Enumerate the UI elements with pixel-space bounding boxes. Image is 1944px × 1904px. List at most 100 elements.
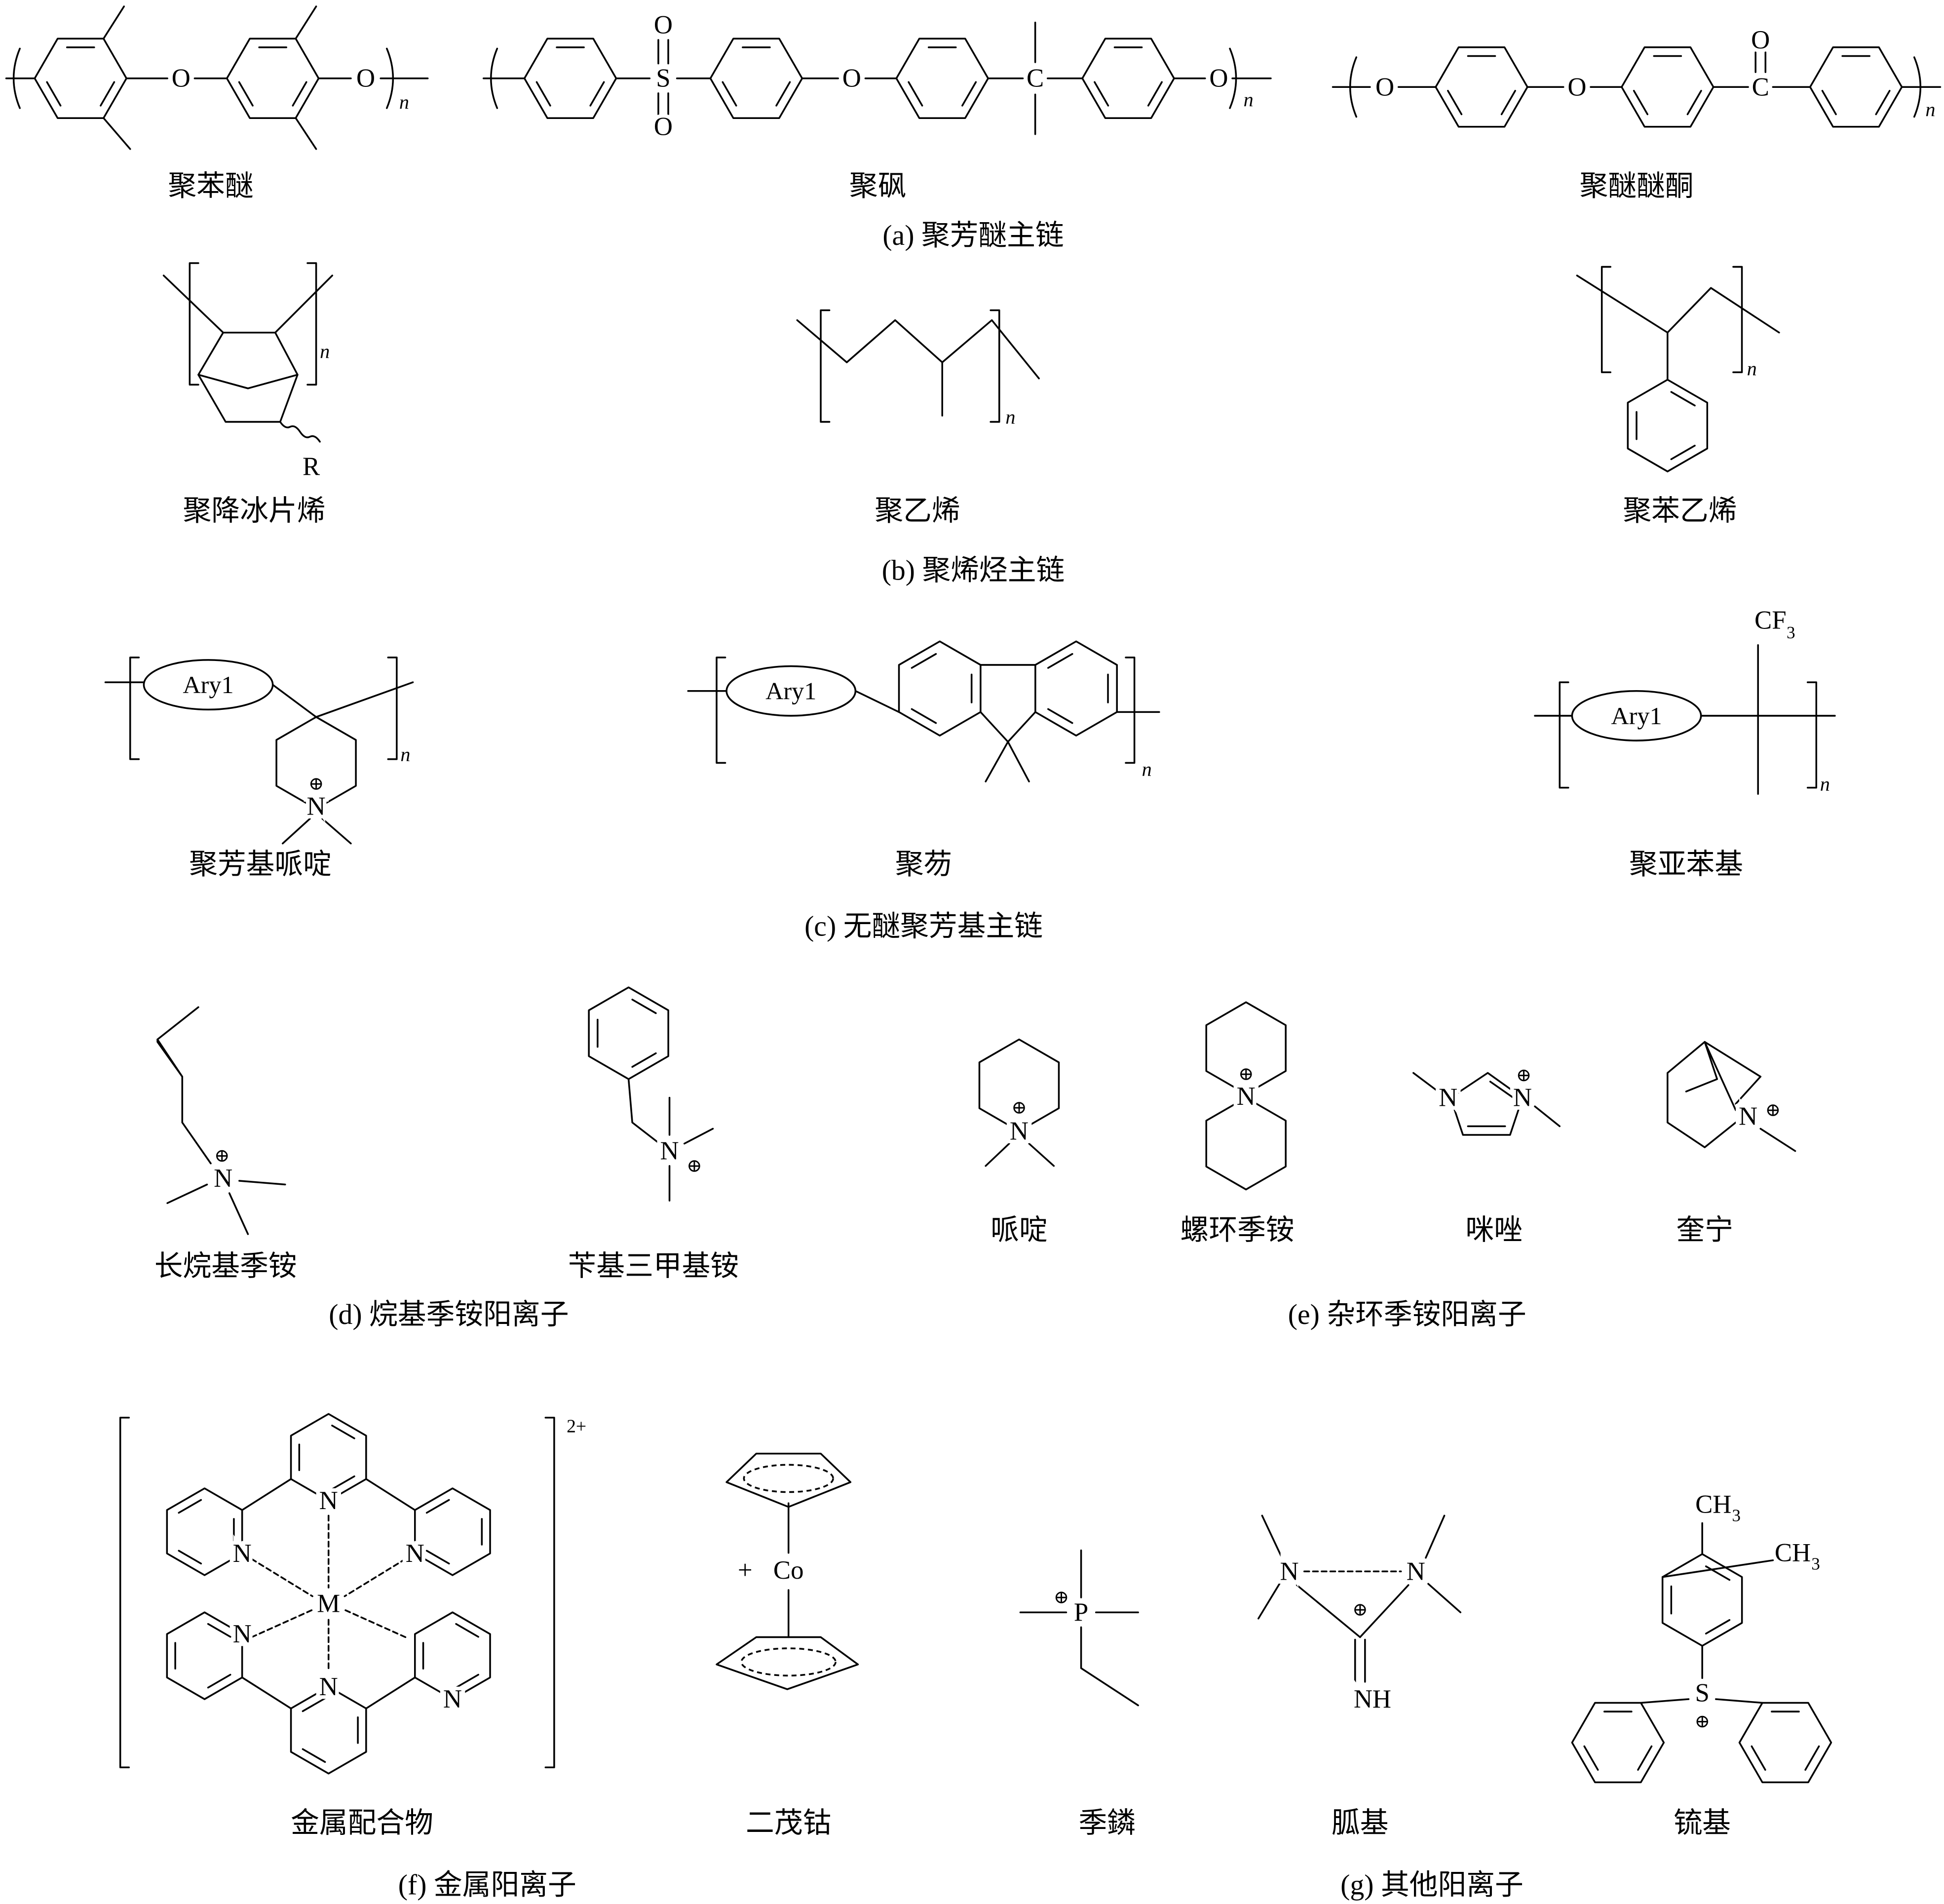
bond-line xyxy=(1751,1745,1766,1771)
bond-line xyxy=(1359,1584,1410,1638)
atom-label: Ary1 xyxy=(183,671,233,699)
atom-label: Ary1 xyxy=(765,677,816,705)
close-bracket xyxy=(1125,657,1136,764)
bond-line xyxy=(985,740,1009,782)
bond-line xyxy=(535,81,551,107)
labels: 聚苯醚聚砜聚醚醚酮聚降冰片烯聚乙烯聚苯乙烯聚芳基哌啶聚芴聚亚苯基长烷基季铵苄基三… xyxy=(154,171,1743,1901)
piperidine-ring xyxy=(275,716,357,810)
close-bracket xyxy=(387,657,398,760)
bond-line xyxy=(238,1180,286,1186)
atom-label: 3 xyxy=(1787,623,1795,642)
bond-line xyxy=(1047,653,1073,669)
atom-label: O xyxy=(1375,73,1394,101)
bond-chain xyxy=(156,1038,212,1165)
cation-charge: ⊕ xyxy=(1011,1097,1027,1118)
bond-chain xyxy=(1576,274,1780,334)
bond-line xyxy=(1686,90,1702,116)
bond-line xyxy=(238,81,254,107)
molecule-name-pip: 哌啶 xyxy=(991,1215,1048,1246)
panel-caption-a: (a) 聚芳醚主链 xyxy=(882,220,1064,251)
bond-line xyxy=(1705,1619,1731,1634)
benzene-ring xyxy=(709,38,803,119)
bond-line xyxy=(1447,90,1463,116)
benzene-ring xyxy=(1738,1702,1832,1784)
molecule-name-pe: 聚乙烯 xyxy=(875,496,960,527)
molecule-name-pnb: 聚降冰片烯 xyxy=(183,496,326,527)
bond-line xyxy=(1583,1745,1599,1771)
bond-chain xyxy=(1685,1041,1718,1092)
atom-label: n xyxy=(1142,758,1152,780)
bond-line xyxy=(985,1142,1010,1167)
panel-caption-f: (f) 金属阳离子 xyxy=(398,1869,576,1901)
molecule-name-pf: 聚芴 xyxy=(895,849,953,880)
atom-label: 3 xyxy=(1732,1506,1741,1525)
molecule-name-cobalt: 二茂钴 xyxy=(746,1808,831,1839)
atom-label: N xyxy=(406,1539,424,1568)
bond-line xyxy=(321,817,352,845)
benzene-ring xyxy=(1621,46,1715,128)
cation-charge: ⊕ xyxy=(1238,1064,1254,1085)
structure-polystyrene: n xyxy=(1576,266,1780,472)
molecule-name-imid: 咪唑 xyxy=(1465,1215,1523,1246)
bond-line xyxy=(1147,81,1163,107)
bond-line xyxy=(1670,391,1696,407)
atom-label: NH xyxy=(1354,1685,1391,1713)
bond-line xyxy=(1007,711,1036,743)
bond-chain xyxy=(197,374,299,389)
atom-label: O xyxy=(172,64,191,93)
close-bracket xyxy=(544,1417,555,1768)
aromatic-dashed-ring xyxy=(743,1464,834,1493)
bond-line xyxy=(1258,1583,1281,1620)
pyridine-ring xyxy=(414,1487,491,1576)
bond-line xyxy=(100,81,115,107)
structure-polyethylene: n xyxy=(796,309,1040,428)
open-bracket xyxy=(1601,266,1611,373)
wavy-bond xyxy=(279,421,321,443)
bond-line xyxy=(46,81,62,107)
panel-caption-e: (e) 杂环季铵阳离子 xyxy=(1288,1299,1526,1330)
bond-line xyxy=(1715,1698,1763,1704)
bond-line xyxy=(1821,90,1837,116)
bond-chain xyxy=(197,331,299,423)
piperidine-ring xyxy=(978,1038,1060,1132)
panel-caption-b: (b) 聚烯烃主链 xyxy=(882,555,1065,586)
bond-line xyxy=(251,1609,313,1638)
close-bracket xyxy=(990,309,1000,423)
molecule-name-quin: 奎宁 xyxy=(1676,1215,1733,1246)
atom-label: Co xyxy=(773,1556,804,1585)
panel-caption-d: (d) 烷基季铵阳离子 xyxy=(329,1299,569,1330)
atom-label: n xyxy=(320,340,330,362)
atom-label: C xyxy=(1752,73,1769,101)
cation-charge: ⊕ xyxy=(308,774,324,794)
molecule-name-pap: 聚芳基哌啶 xyxy=(189,849,332,880)
pyridine-ring xyxy=(166,1611,243,1700)
bond-line xyxy=(631,999,657,1014)
atom-label: O xyxy=(1567,73,1586,101)
benzene-ring xyxy=(1627,379,1709,472)
bond-line xyxy=(631,1052,657,1068)
benzene-ring xyxy=(1571,1702,1665,1784)
structure-piperidinium: N⊕ xyxy=(978,1038,1060,1167)
atom-label: n xyxy=(1005,406,1015,428)
atom-label: n xyxy=(1925,98,1935,120)
atom-label: N xyxy=(1280,1557,1299,1586)
bond-line xyxy=(589,81,605,107)
atom-label: CF xyxy=(1754,606,1787,635)
atom-label: S xyxy=(1695,1678,1709,1707)
bond-line xyxy=(178,1550,202,1565)
bond-line xyxy=(228,1192,249,1235)
open-parenthesis xyxy=(1349,56,1358,118)
atom-label: R xyxy=(303,452,320,481)
bond-line xyxy=(1804,1745,1820,1771)
bond-line xyxy=(1705,1565,1731,1581)
bond-line xyxy=(166,1183,208,1204)
atom-label: O xyxy=(1209,64,1228,93)
cation-charge: ⊕ xyxy=(1516,1065,1532,1086)
atom-label: n xyxy=(399,91,409,113)
bond-line xyxy=(1261,1515,1283,1559)
structure-long-alkyl-quaternary-ammonium: N⊕ xyxy=(156,1006,286,1235)
